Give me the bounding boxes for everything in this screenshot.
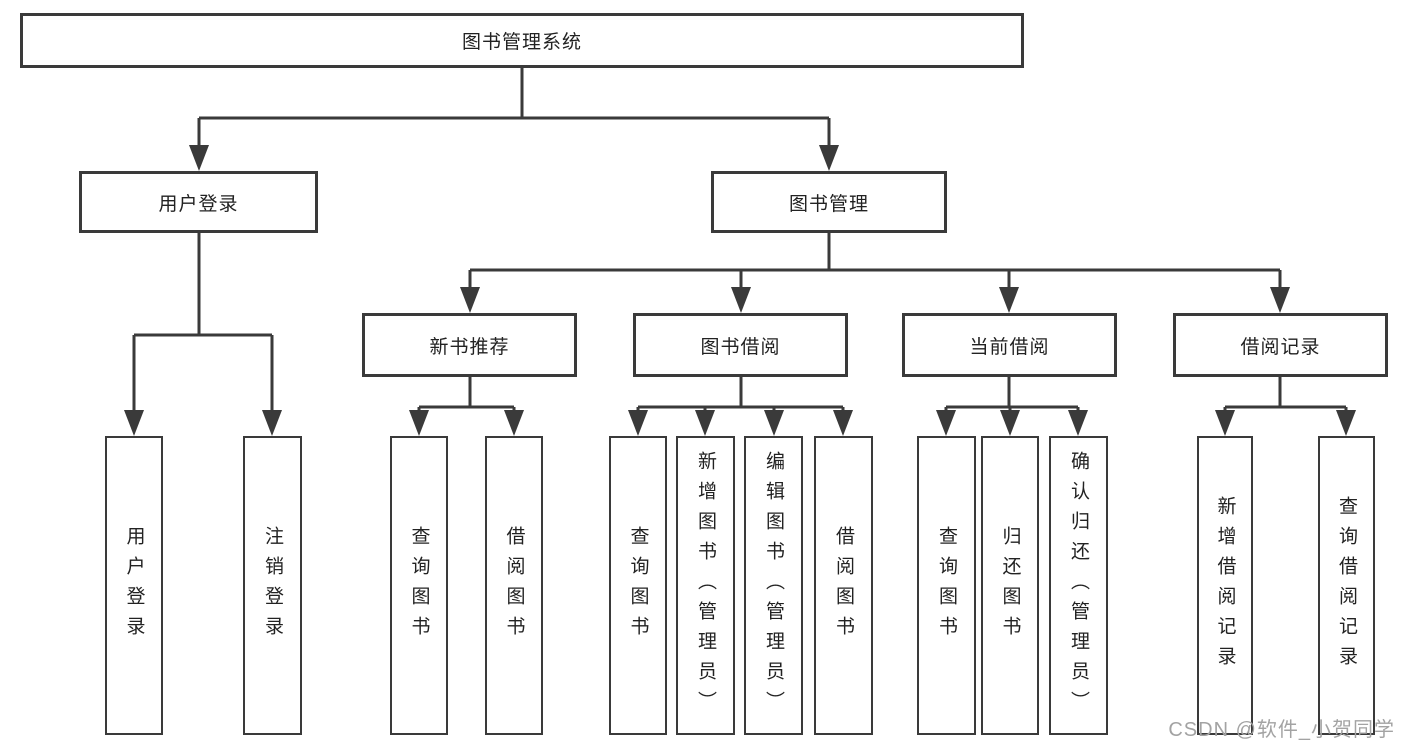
node-book-borrow: 图书借阅	[633, 313, 848, 377]
node-system-root: 图书管理系统	[20, 13, 1024, 68]
arrowhead	[460, 287, 480, 313]
csdn-watermark: CSDN @软件_小贺同学	[1168, 719, 1395, 741]
leaf-query-book-current: 查询图书	[917, 436, 976, 735]
leaf-borrow-book-borrow: 借阅图书	[814, 436, 873, 735]
leaf-query-book-recommend: 查询图书	[390, 436, 448, 735]
node-borrow-records: 借阅记录	[1173, 313, 1388, 377]
leaf-label: 借阅图书	[833, 525, 854, 646]
leaf-return-book: 归还图书	[981, 436, 1039, 735]
arrowhead	[262, 410, 282, 436]
leaf-label: 新增借阅记录	[1214, 495, 1236, 676]
leaf-label: 查询图书	[408, 525, 430, 646]
leaf-label: 归还图书	[999, 525, 1021, 646]
node-user-login: 用户登录	[79, 171, 318, 233]
leaf-label: 查询图书	[936, 525, 957, 646]
arrowhead	[1068, 410, 1088, 436]
arrowhead	[1215, 410, 1235, 436]
arrowhead	[936, 410, 956, 436]
node-current-borrow: 当前借阅	[902, 313, 1117, 377]
node-book-management: 图书管理	[711, 171, 947, 233]
leaf-query-book-borrow: 查询图书	[609, 436, 667, 735]
node-new-book-recommend: 新书推荐	[362, 313, 577, 377]
arrowhead	[124, 410, 144, 436]
arrowhead	[1000, 410, 1020, 436]
leaf-query-borrow-record: 查询借阅记录	[1318, 436, 1375, 735]
arrowhead	[764, 410, 784, 436]
leaf-label: 用户登录	[123, 525, 145, 646]
leaf-logout: 注销登录	[243, 436, 302, 735]
arrowhead	[504, 410, 524, 436]
arrowhead	[999, 287, 1019, 313]
arrowhead	[409, 410, 429, 436]
leaf-user-login: 用户登录	[105, 436, 163, 735]
leaf-label: 注销登录	[262, 525, 283, 646]
arrowhead	[695, 410, 715, 436]
leaf-edit-book-admin: 编辑图书（管理员）	[744, 436, 803, 735]
arrowhead	[189, 145, 209, 171]
leaf-confirm-return-admin: 确认归还（管理员）	[1049, 436, 1108, 735]
leaf-borrow-book-recommend: 借阅图书	[485, 436, 543, 735]
leaf-label: 借阅图书	[503, 525, 525, 646]
arrowhead	[1270, 287, 1290, 313]
arrowhead	[628, 410, 648, 436]
leaf-label: 编辑图书（管理员）	[763, 450, 784, 721]
leaf-label: 新增图书（管理员）	[695, 450, 716, 721]
arrowhead	[819, 145, 839, 171]
leaf-label: 查询图书	[627, 525, 649, 646]
leaf-label: 确认归还（管理员）	[1068, 450, 1089, 721]
arrowhead	[731, 287, 751, 313]
leaf-add-book-admin: 新增图书（管理员）	[676, 436, 735, 735]
arrowhead	[1336, 410, 1356, 436]
leaf-label: 查询借阅记录	[1336, 495, 1357, 676]
arrowhead	[833, 410, 853, 436]
leaf-add-borrow-record: 新增借阅记录	[1197, 436, 1253, 735]
